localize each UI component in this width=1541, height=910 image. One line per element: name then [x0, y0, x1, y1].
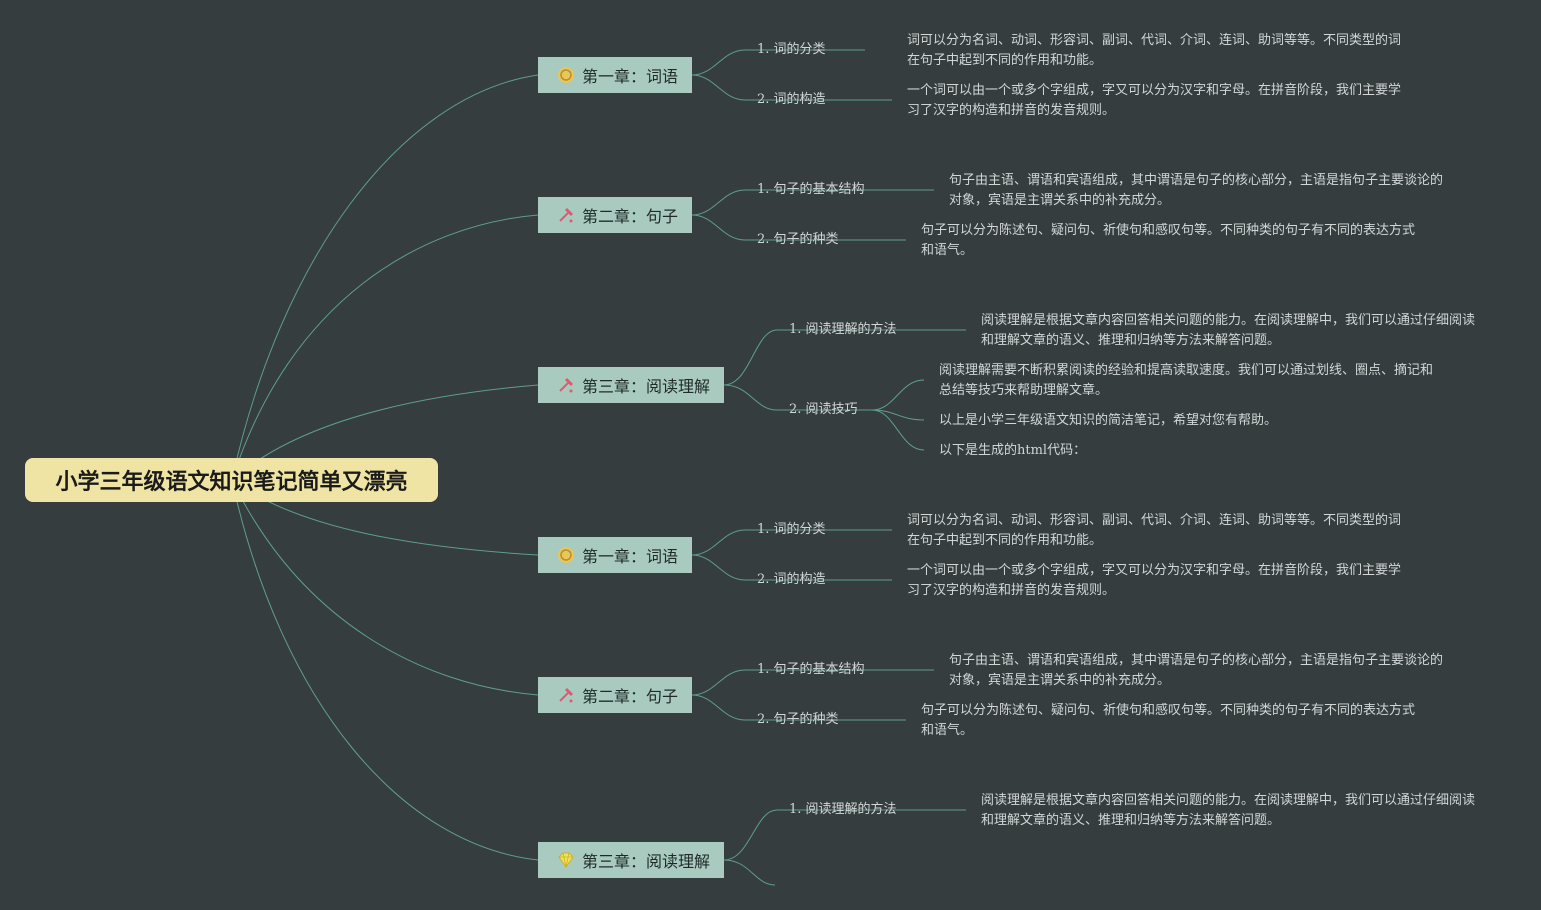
branch-chapter-1-words-repeat[interactable]: 第一章：词语	[538, 537, 693, 573]
branch-label: 第二章：句子	[582, 687, 679, 706]
note-text: 以上是小学三年级语文知识的简洁笔记，希望对您有帮助。	[939, 413, 1278, 428]
root-topic[interactable]: 小学三年级语文知识笔记简单又漂亮	[25, 458, 438, 502]
root-title: 小学三年级语文知识笔记简单又漂亮	[55, 470, 408, 495]
branch-chapter-3-reading-repeat[interactable]: 第三章：阅读理解	[538, 842, 725, 878]
topic-label[interactable]: 1. 词的分类	[757, 522, 826, 537]
topic-label[interactable]: 1. 句子的基本结构	[757, 662, 865, 677]
note-text: 一个词可以由一个或多个字组成，字又可以分为汉字和字母。在拼音阶段，我们主要学习了…	[907, 83, 1402, 118]
branch-chapter-1-words[interactable]: 第一章：词语	[538, 57, 693, 93]
hammer-icon	[559, 207, 574, 223]
topic-label[interactable]: 1. 阅读理解的方法	[789, 802, 897, 817]
branch-chapter-3-reading[interactable]: 第三章：阅读理解	[538, 367, 725, 403]
note-text: 一个词可以由一个或多个字组成，字又可以分为汉字和字母。在拼音阶段，我们主要学习了…	[907, 563, 1402, 598]
hammer-icon	[559, 687, 574, 703]
hammer-icon	[559, 377, 574, 393]
topic-label[interactable]: 2. 词的构造	[757, 572, 826, 587]
diamond-icon	[558, 852, 574, 868]
topic-label[interactable]: 2. 句子的种类	[757, 712, 839, 727]
note-text: 句子可以分为陈述句、疑问句、祈使句和感叹句等。不同种类的句子有不同的表达方式和语…	[921, 703, 1416, 738]
topic-label[interactable]: 1. 句子的基本结构	[757, 182, 865, 197]
medal-icon	[558, 547, 574, 563]
note-text: 阅读理解是根据文章内容回答相关问题的能力。在阅读理解中，我们可以通过仔细阅读和理…	[981, 313, 1476, 348]
branch-chapter-2-sentences[interactable]: 第二章：句子	[538, 197, 693, 233]
branch-chapter-2-sentences-repeat[interactable]: 第二章：句子	[538, 677, 693, 713]
medal-icon	[558, 67, 574, 83]
branch-label: 第二章：句子	[582, 207, 679, 226]
branch-label: 第一章：词语	[582, 547, 679, 566]
note-text: 以下是生成的html代码：	[939, 443, 1087, 458]
topic-label[interactable]: 2. 阅读技巧	[789, 402, 858, 417]
topic-label[interactable]: 2. 词的构造	[757, 92, 826, 107]
note-text: 阅读理解需要不断积累阅读的经验和提高读取速度。我们可以通过划线、圈点、摘记和总结…	[939, 363, 1434, 398]
branch-label: 第三章：阅读理解	[582, 852, 711, 871]
note-text: 词可以分为名词、动词、形容词、副词、代词、介词、连词、助词等等。不同类型的词在句…	[907, 513, 1402, 548]
topic-label[interactable]: 2. 句子的种类	[757, 232, 839, 247]
note-text: 句子由主语、谓语和宾语组成，其中谓语是句子的核心部分，主语是指句子主要谈论的对象…	[949, 173, 1444, 208]
note-text: 阅读理解是根据文章内容回答相关问题的能力。在阅读理解中，我们可以通过仔细阅读和理…	[981, 793, 1476, 828]
topic-label[interactable]: 1. 词的分类	[757, 42, 826, 57]
note-text: 句子可以分为陈述句、疑问句、祈使句和感叹句等。不同种类的句子有不同的表达方式和语…	[921, 223, 1416, 258]
note-text: 词可以分为名词、动词、形容词、副词、代词、介词、连词、助词等等。不同类型的词在句…	[907, 33, 1402, 68]
note-text: 句子由主语、谓语和宾语组成，其中谓语是句子的核心部分，主语是指句子主要谈论的对象…	[949, 653, 1444, 688]
branch-label: 第三章：阅读理解	[582, 377, 711, 396]
branch-label: 第一章：词语	[582, 67, 679, 86]
topic-label[interactable]: 1. 阅读理解的方法	[789, 322, 897, 337]
